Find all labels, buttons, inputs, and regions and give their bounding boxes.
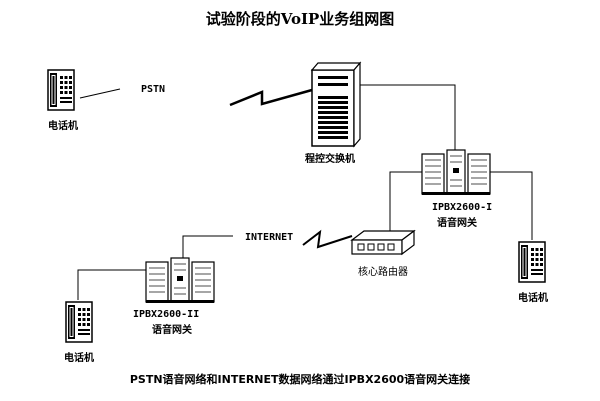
diagram-title: 试验阶段的VoIP业务组网图 xyxy=(206,10,395,28)
exchange-server-icon xyxy=(310,61,362,148)
internet-lightning-link xyxy=(302,229,353,249)
telephone-icon-bottom-left xyxy=(65,301,93,343)
gateway2-model-label: IPBX2600-II xyxy=(133,309,199,320)
gateway-rack-icon-2 xyxy=(145,257,215,304)
gateway-rack-icon-1 xyxy=(421,149,491,196)
phone-to-pstn-line xyxy=(79,88,121,99)
connection-lines xyxy=(77,84,533,300)
internet-label: INTERNET xyxy=(245,232,293,243)
gateway1-to-router-line xyxy=(389,171,422,232)
phone-label-right: 电话机 xyxy=(518,291,548,304)
gateway1-to-phone-right-line xyxy=(490,171,533,240)
gateway2-to-phone-line xyxy=(77,269,146,300)
exchange-label: 程控交换机 xyxy=(305,152,355,165)
pstn-lightning-link xyxy=(229,88,313,107)
pstn-label: PSTN xyxy=(141,84,165,95)
router-icon xyxy=(350,229,416,256)
diagram-caption: PSTN语音网络和INTERNET数据网络通过IPBX2600语音网关连接 xyxy=(130,372,470,386)
gateway1-model-label: IPBX2600-I xyxy=(432,202,492,213)
internet-to-gateway2-line xyxy=(182,235,233,258)
router-label: 核心路由器 xyxy=(358,265,408,278)
gateway1-name-label: 语音网关 xyxy=(437,216,477,229)
exchange-to-gateway1-line xyxy=(357,84,456,152)
telephone-icon-right xyxy=(518,241,546,283)
telephone-icon-top-left xyxy=(47,69,75,111)
gateway2-name-label: 语音网关 xyxy=(152,323,192,336)
phone-label-top-left: 电话机 xyxy=(48,119,78,132)
phone-label-bottom-left: 电话机 xyxy=(64,351,94,364)
